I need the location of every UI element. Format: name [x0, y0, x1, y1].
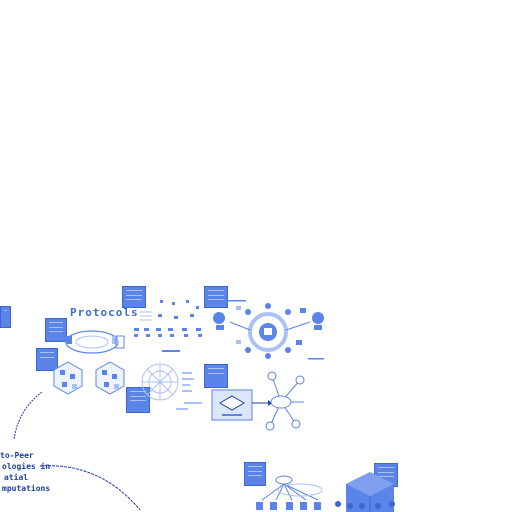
- topic-title: Protocols: [70, 306, 139, 319]
- side-title-line-1: to-Peer: [0, 451, 34, 460]
- tiny-text-icon: [226, 300, 324, 360]
- sphere-labels-icon: [176, 372, 202, 410]
- tree-leaves-icon: [256, 502, 321, 510]
- network-oval-icon: [65, 330, 119, 354]
- sticky-note-1: [122, 286, 146, 308]
- hexagon-cube-icon-1: [53, 361, 83, 395]
- protocol-grid-icon: [134, 300, 202, 352]
- side-title-line-2: ologies in: [2, 462, 51, 471]
- small-box-icon: [115, 335, 125, 349]
- hexagon-cube-icon-2: [95, 361, 125, 395]
- connector-curve-1: [13, 391, 43, 441]
- sticky-note-7: [244, 462, 266, 486]
- tree-diagram-icon: [261, 475, 323, 501]
- star-network-icon: [265, 371, 305, 431]
- crowd-icon: [335, 501, 395, 509]
- sticky-note-4: [204, 286, 228, 308]
- framed-node-icon: [211, 389, 272, 421]
- side-title-line-4: mputations: [2, 484, 51, 493]
- side-title-line-3: atial: [4, 473, 29, 482]
- radial-sphere-icon: [141, 363, 179, 401]
- connector-curve-2: [39, 465, 141, 511]
- side-title: to-Peer ologies in atial mputations: [0, 450, 50, 494]
- sticky-note-6: [204, 364, 228, 388]
- server-cube-icon: [346, 472, 394, 512]
- sticky-note-edge: [0, 306, 11, 328]
- dashes-icon: [140, 311, 152, 321]
- sticky-note-3: [36, 348, 58, 371]
- network-hub-icon: [213, 303, 324, 359]
- sticky-note-5: [126, 387, 150, 413]
- sticky-note-2: [45, 318, 67, 342]
